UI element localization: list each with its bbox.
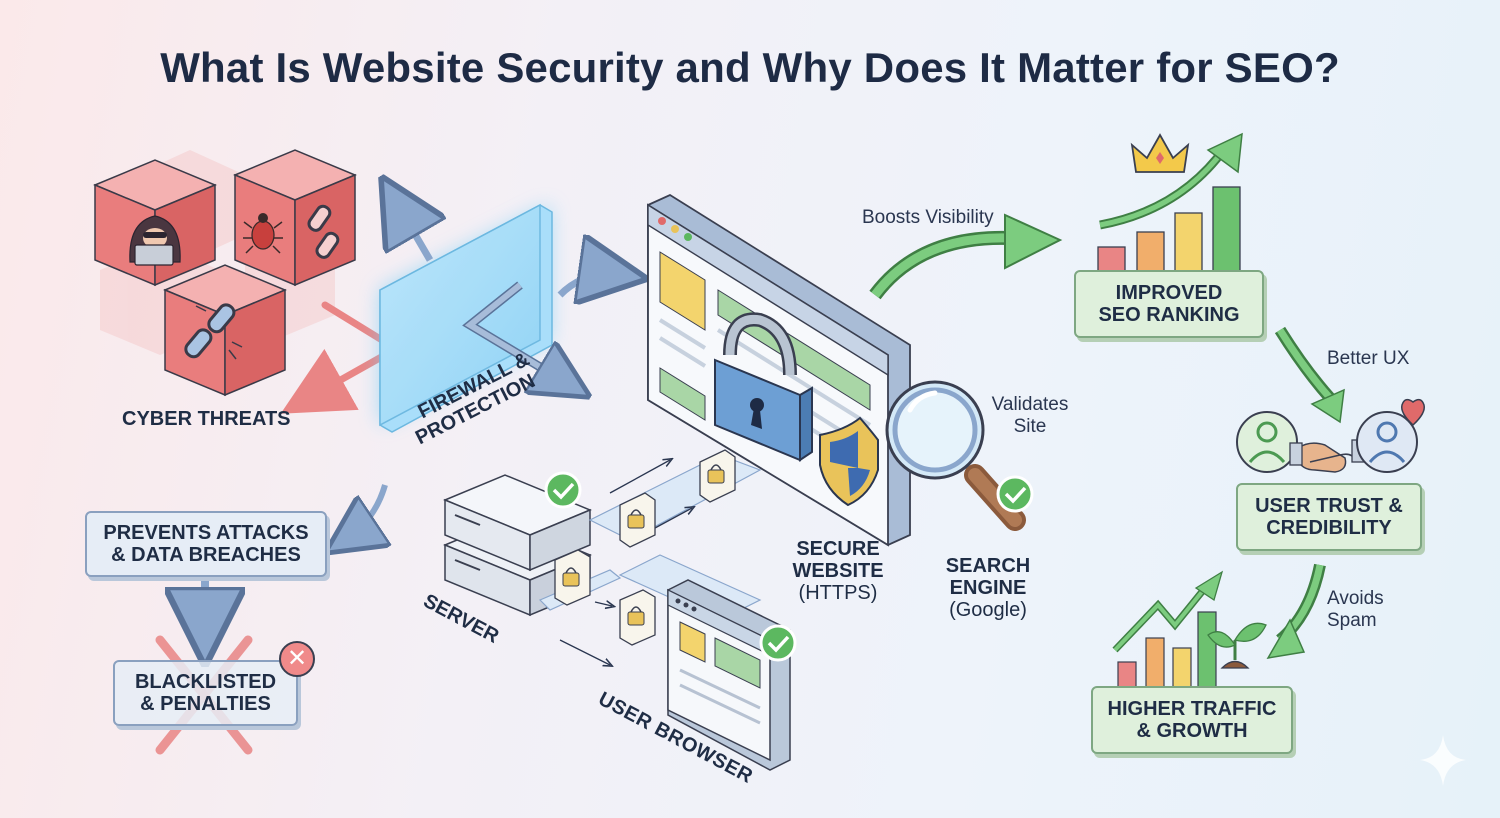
broken-chain-cube [163, 264, 287, 397]
cyber-threats-cluster [93, 149, 357, 397]
avoids-spam-line1: Avoids [1327, 588, 1384, 609]
server-check-icon [544, 471, 582, 509]
cyber-threats-label: CYBER THREATS [122, 408, 291, 430]
secure-website-label: SECURE WEBSITE (HTTPS) [778, 538, 898, 604]
magnifier-icon [885, 380, 1026, 531]
handshake-icon [1289, 439, 1365, 473]
crown-icon [1130, 133, 1190, 173]
encrypted-file-icons [554, 449, 736, 646]
user-avatar-icon [1236, 411, 1298, 473]
improved-seo-ranking-box: IMPROVED SEO RANKING [1074, 270, 1264, 338]
user-avatar-icon [1356, 411, 1418, 473]
search-engine-line2: ENGINE [949, 577, 1027, 599]
avoids-spam-label: Avoids Spam [1327, 588, 1384, 632]
higher-traffic-line2: & GROWTH [1136, 720, 1248, 742]
higher-traffic-box: HIGHER TRAFFIC & GROWTH [1091, 686, 1293, 754]
sparkle-icon [1420, 735, 1466, 786]
blacklisted-penalties-box: BLACKLISTED & PENALTIES [113, 660, 298, 726]
user-browser-window [667, 579, 791, 771]
firewall-arrows [345, 200, 620, 540]
traffic-growth-chart [1112, 570, 1224, 689]
user-trust-box: USER TRUST & CREDIBILITY [1236, 483, 1422, 551]
locked-file-icon [554, 549, 591, 606]
boosts-visibility-label: Boosts Visibility [862, 207, 994, 228]
blacklisted-line1: BLACKLISTED [134, 671, 277, 693]
error-x-icon: ✕ [279, 641, 315, 677]
browser-check-icon [759, 624, 797, 662]
malware-cube [233, 149, 357, 287]
prevents-attacks-box: PREVENTS ATTACKS & DATA BREACHES [85, 511, 327, 577]
prevents-attacks-line1: PREVENTS ATTACKS [103, 522, 309, 544]
hacker-icon [129, 215, 181, 266]
attack-arrows [280, 301, 394, 414]
firewall-panel [379, 203, 553, 433]
seo-ranking-line2: SEO RANKING [1098, 304, 1240, 326]
user-trust-line2: CREDIBILITY [1266, 517, 1392, 539]
broken-link-icon [307, 204, 340, 259]
heart-icon [1400, 398, 1426, 427]
secure-website-line2: WEBSITE [792, 560, 884, 582]
avoids-spam-arrow [1266, 563, 1326, 660]
blacklisted-line2: & PENALTIES [140, 693, 271, 715]
user-trust-line1: USER TRUST & [1255, 495, 1403, 517]
search-check-icon [996, 475, 1034, 513]
prevents-attacks-line2: & DATA BREACHES [111, 544, 301, 566]
seo-ranking-chart [1097, 132, 1243, 273]
sprout-icon [1207, 622, 1267, 669]
locked-file-icon [619, 589, 656, 646]
bug-icon [243, 213, 283, 254]
better-ux-arrow [1274, 326, 1345, 424]
locked-file-icon [699, 449, 736, 503]
user-trust-icons [1236, 398, 1426, 473]
locked-file-icon [619, 492, 656, 548]
secure-website-line3: (HTTPS) [798, 582, 878, 604]
padlock-icon [714, 312, 813, 462]
search-engine-line3: (Google) [949, 599, 1027, 621]
secure-website-line1: SECURE [796, 538, 880, 560]
chain-link-icon [184, 303, 243, 360]
seo-ranking-line1: IMPROVED [1115, 282, 1223, 304]
validates-line1: Validates [991, 394, 1069, 415]
boosts-visibility-arrow [869, 213, 1063, 300]
search-engine-label: SEARCH ENGINE (Google) [928, 555, 1048, 621]
page-title: What Is Website Security and Why Does It… [160, 44, 1340, 91]
validates-line2: Site [1013, 416, 1047, 437]
hacker-cube [93, 159, 217, 287]
shield-icon [819, 416, 879, 507]
server-stack [443, 474, 592, 617]
higher-traffic-line1: HIGHER TRAFFIC [1107, 698, 1277, 720]
validates-site-label: Validates Site [975, 394, 1085, 438]
search-engine-line1: SEARCH [945, 555, 1031, 577]
avoids-spam-line2: Spam [1327, 610, 1377, 631]
better-ux-label: Better UX [1327, 348, 1410, 369]
